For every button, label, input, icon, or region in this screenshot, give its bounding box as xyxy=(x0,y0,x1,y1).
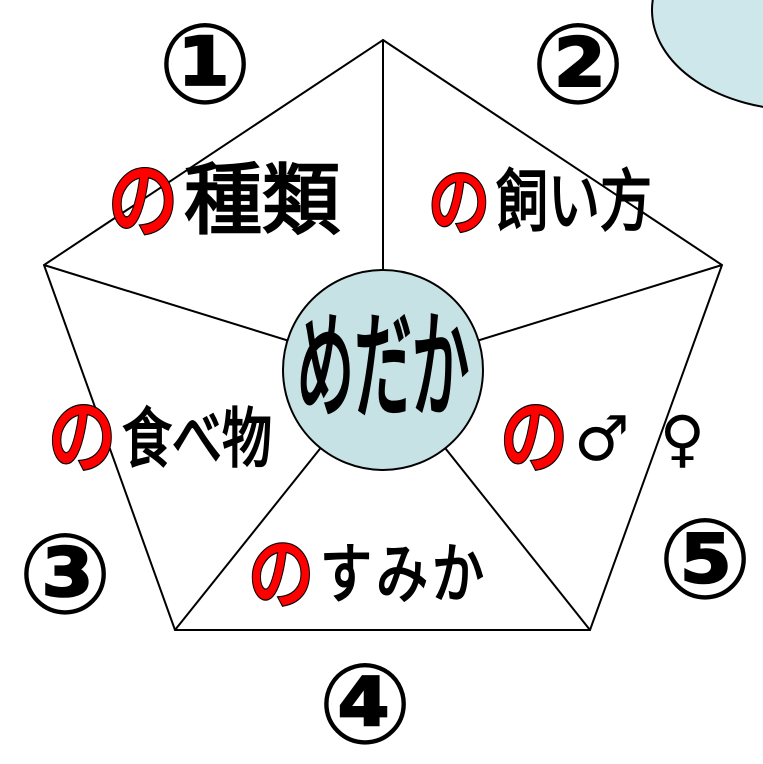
segment-4-label: すみか xyxy=(320,537,489,613)
segment-number-4: ④ xyxy=(317,640,413,764)
center-circle xyxy=(282,269,484,471)
segment-number-3: ③ xyxy=(17,510,113,640)
segment-1-particle: の xyxy=(107,151,179,251)
pentagon-outline xyxy=(42,38,724,631)
segment-1-label: 種類 xyxy=(184,156,341,246)
segment-3-particle: の xyxy=(47,391,117,486)
segment-2-label: 飼い方 xyxy=(496,164,653,242)
segment-5-label: ♂♀ xyxy=(574,402,736,475)
segment-number-1: ① xyxy=(157,0,253,130)
segment-2-particle: の xyxy=(427,158,491,247)
segment-2: の 飼い方 xyxy=(427,164,653,242)
segment-3-label: 食べ物 xyxy=(122,401,273,477)
segment-4-particle: の xyxy=(247,528,315,621)
speech-bubble xyxy=(651,0,763,108)
center-label: めだか xyxy=(296,299,470,435)
segment-1: の 種類 xyxy=(107,151,341,251)
segment-5-particle: の xyxy=(499,391,569,486)
segment-5: の ♂♀ xyxy=(499,396,736,480)
segment-4: の すみか xyxy=(247,534,489,616)
segment-number-2: ② xyxy=(530,0,626,130)
segment-3: の 食べ物 xyxy=(47,396,273,480)
segment-number-5: ⑤ xyxy=(657,495,753,625)
